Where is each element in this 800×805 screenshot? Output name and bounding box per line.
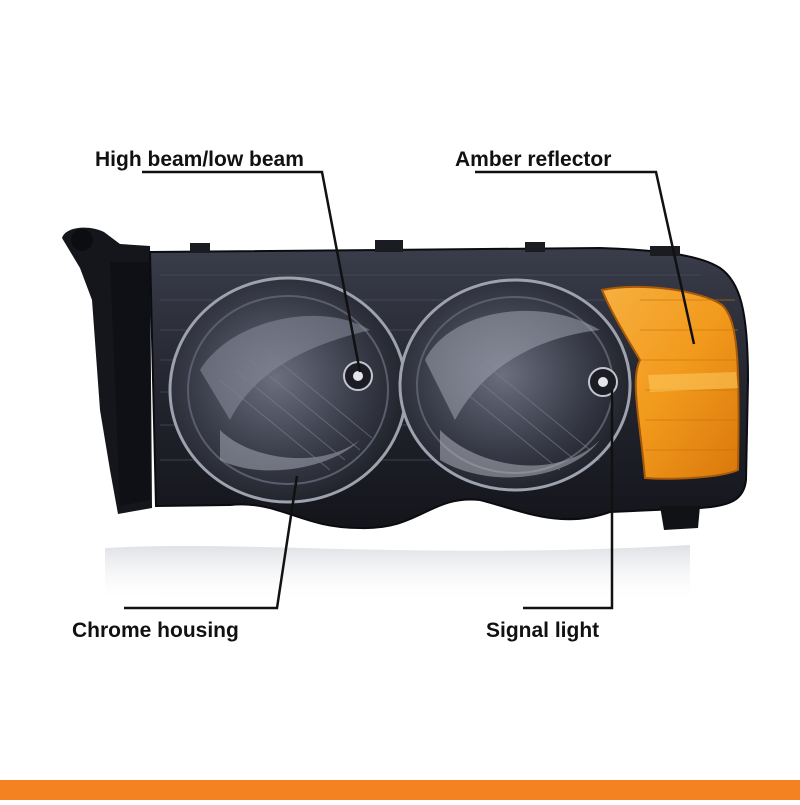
mounting-bracket <box>62 227 152 514</box>
leader-chrome-housing <box>124 475 299 610</box>
accent-bar <box>0 780 800 800</box>
leader-amber-reflector <box>475 170 696 345</box>
leader-lines <box>124 170 696 610</box>
leader-high-beam <box>142 170 362 373</box>
left-lens <box>168 276 408 504</box>
label-chrome-housing: Chrome housing <box>72 619 239 642</box>
amber-reflector <box>600 285 740 480</box>
floor-reflection <box>105 545 690 605</box>
label-amber-reflector: Amber reflector <box>455 148 612 171</box>
label-signal-light: Signal light <box>486 619 600 642</box>
right-lens <box>398 278 632 492</box>
leader-signal-light <box>523 390 614 610</box>
label-high-beam-low-beam: High beam/low beam <box>95 148 304 171</box>
